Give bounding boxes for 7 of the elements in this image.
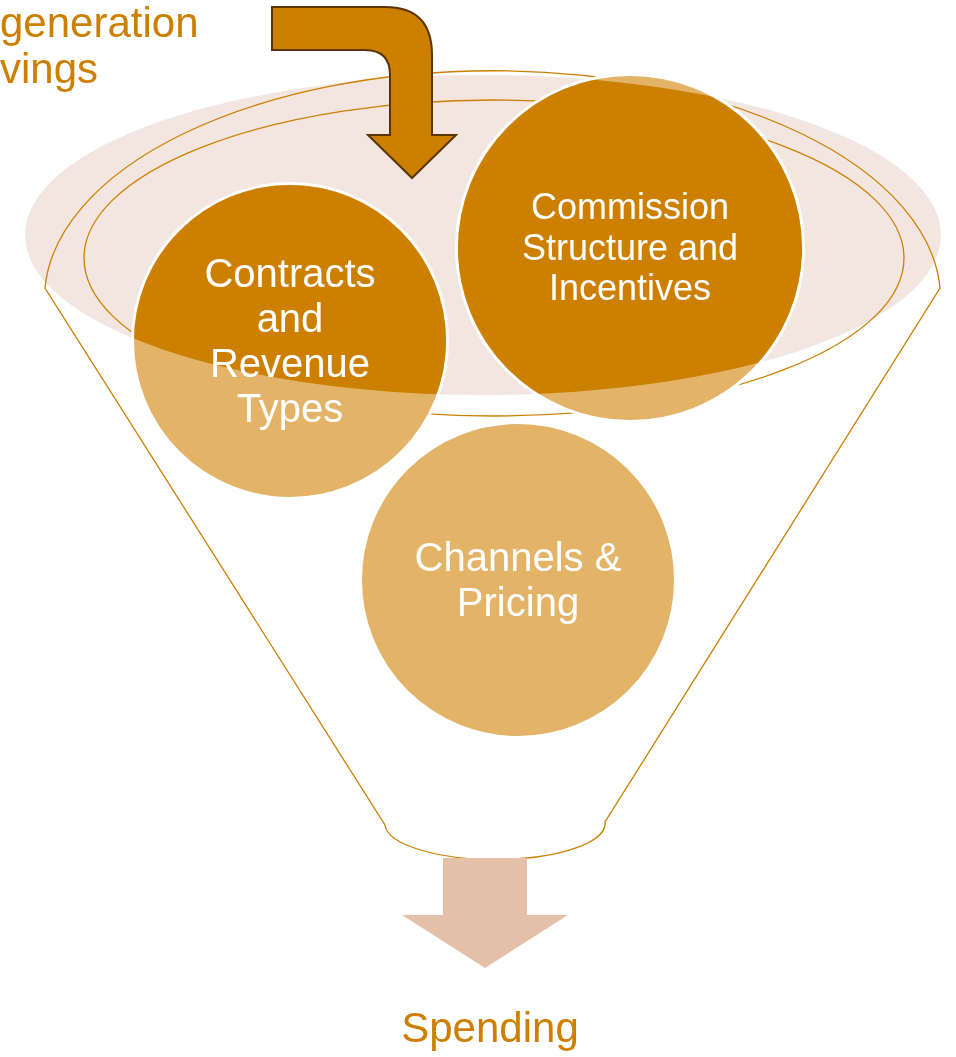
node-label: Contracts and Revenue Types <box>203 250 377 432</box>
block-arrow <box>271 6 457 179</box>
node-label: Channels & Pricing <box>413 534 623 626</box>
block-arrow <box>402 858 568 968</box>
text-label: Spending <box>340 1005 640 1057</box>
text-label: generation vings <box>0 0 230 92</box>
node-label: Commission Structure and Incentives <box>520 187 740 309</box>
